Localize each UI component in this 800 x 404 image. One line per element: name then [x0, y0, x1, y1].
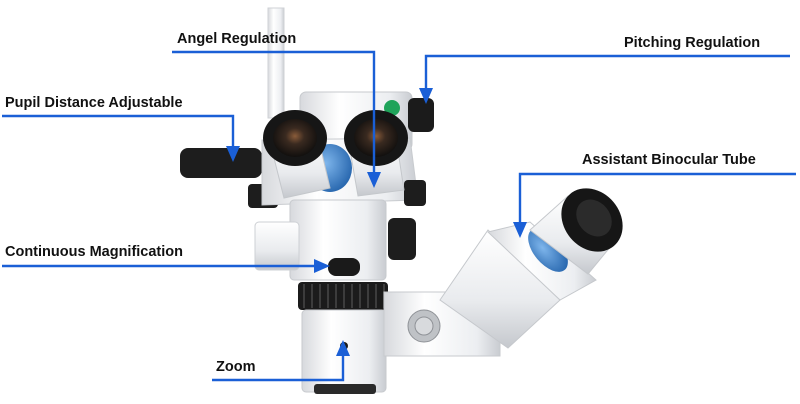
suspension-arm: [267, 7, 285, 119]
leader-assistant-binocular: [518, 172, 796, 226]
right-side-knob: [404, 180, 426, 206]
arrow-pupil-distance: [226, 146, 240, 162]
pitching-knob: [408, 98, 434, 132]
arrow-continuous-magnification: [314, 259, 330, 273]
right-mid-knob: [388, 218, 416, 260]
arrow-angel-regulation: [367, 172, 381, 188]
label-continuous-magnification: Continuous Magnification: [5, 244, 183, 260]
assistant-binocular-tube: [439, 188, 623, 349]
arrow-zoom: [336, 340, 350, 356]
leader-lines: [2, 50, 796, 382]
leader-angel-regulation: [172, 50, 376, 176]
label-zoom: Zoom: [216, 359, 255, 375]
leader-zoom: [212, 352, 345, 382]
label-assistant-binocular: Assistant Binocular Tube: [582, 152, 756, 168]
objective-base: [314, 384, 376, 394]
microscope-illustration: [180, 7, 623, 394]
magnification-knob: [328, 258, 360, 276]
left-eyepiece: [263, 110, 331, 199]
pupil-distance-knob: [180, 148, 262, 178]
right-eyepiece: [344, 110, 408, 197]
arrow-assistant-binocular: [513, 222, 527, 238]
leader-pitching-regulation: [424, 54, 790, 92]
label-pupil-distance: Pupil Distance Adjustable: [5, 95, 183, 111]
label-angel-regulation: Angel Regulation: [177, 31, 296, 47]
left-cylinder: [254, 221, 300, 271]
label-pitching-regulation: Pitching Regulation: [624, 35, 760, 51]
green-button: [384, 100, 400, 116]
leader-pupil-distance: [2, 114, 235, 150]
arrow-pitching-regulation: [419, 88, 433, 104]
